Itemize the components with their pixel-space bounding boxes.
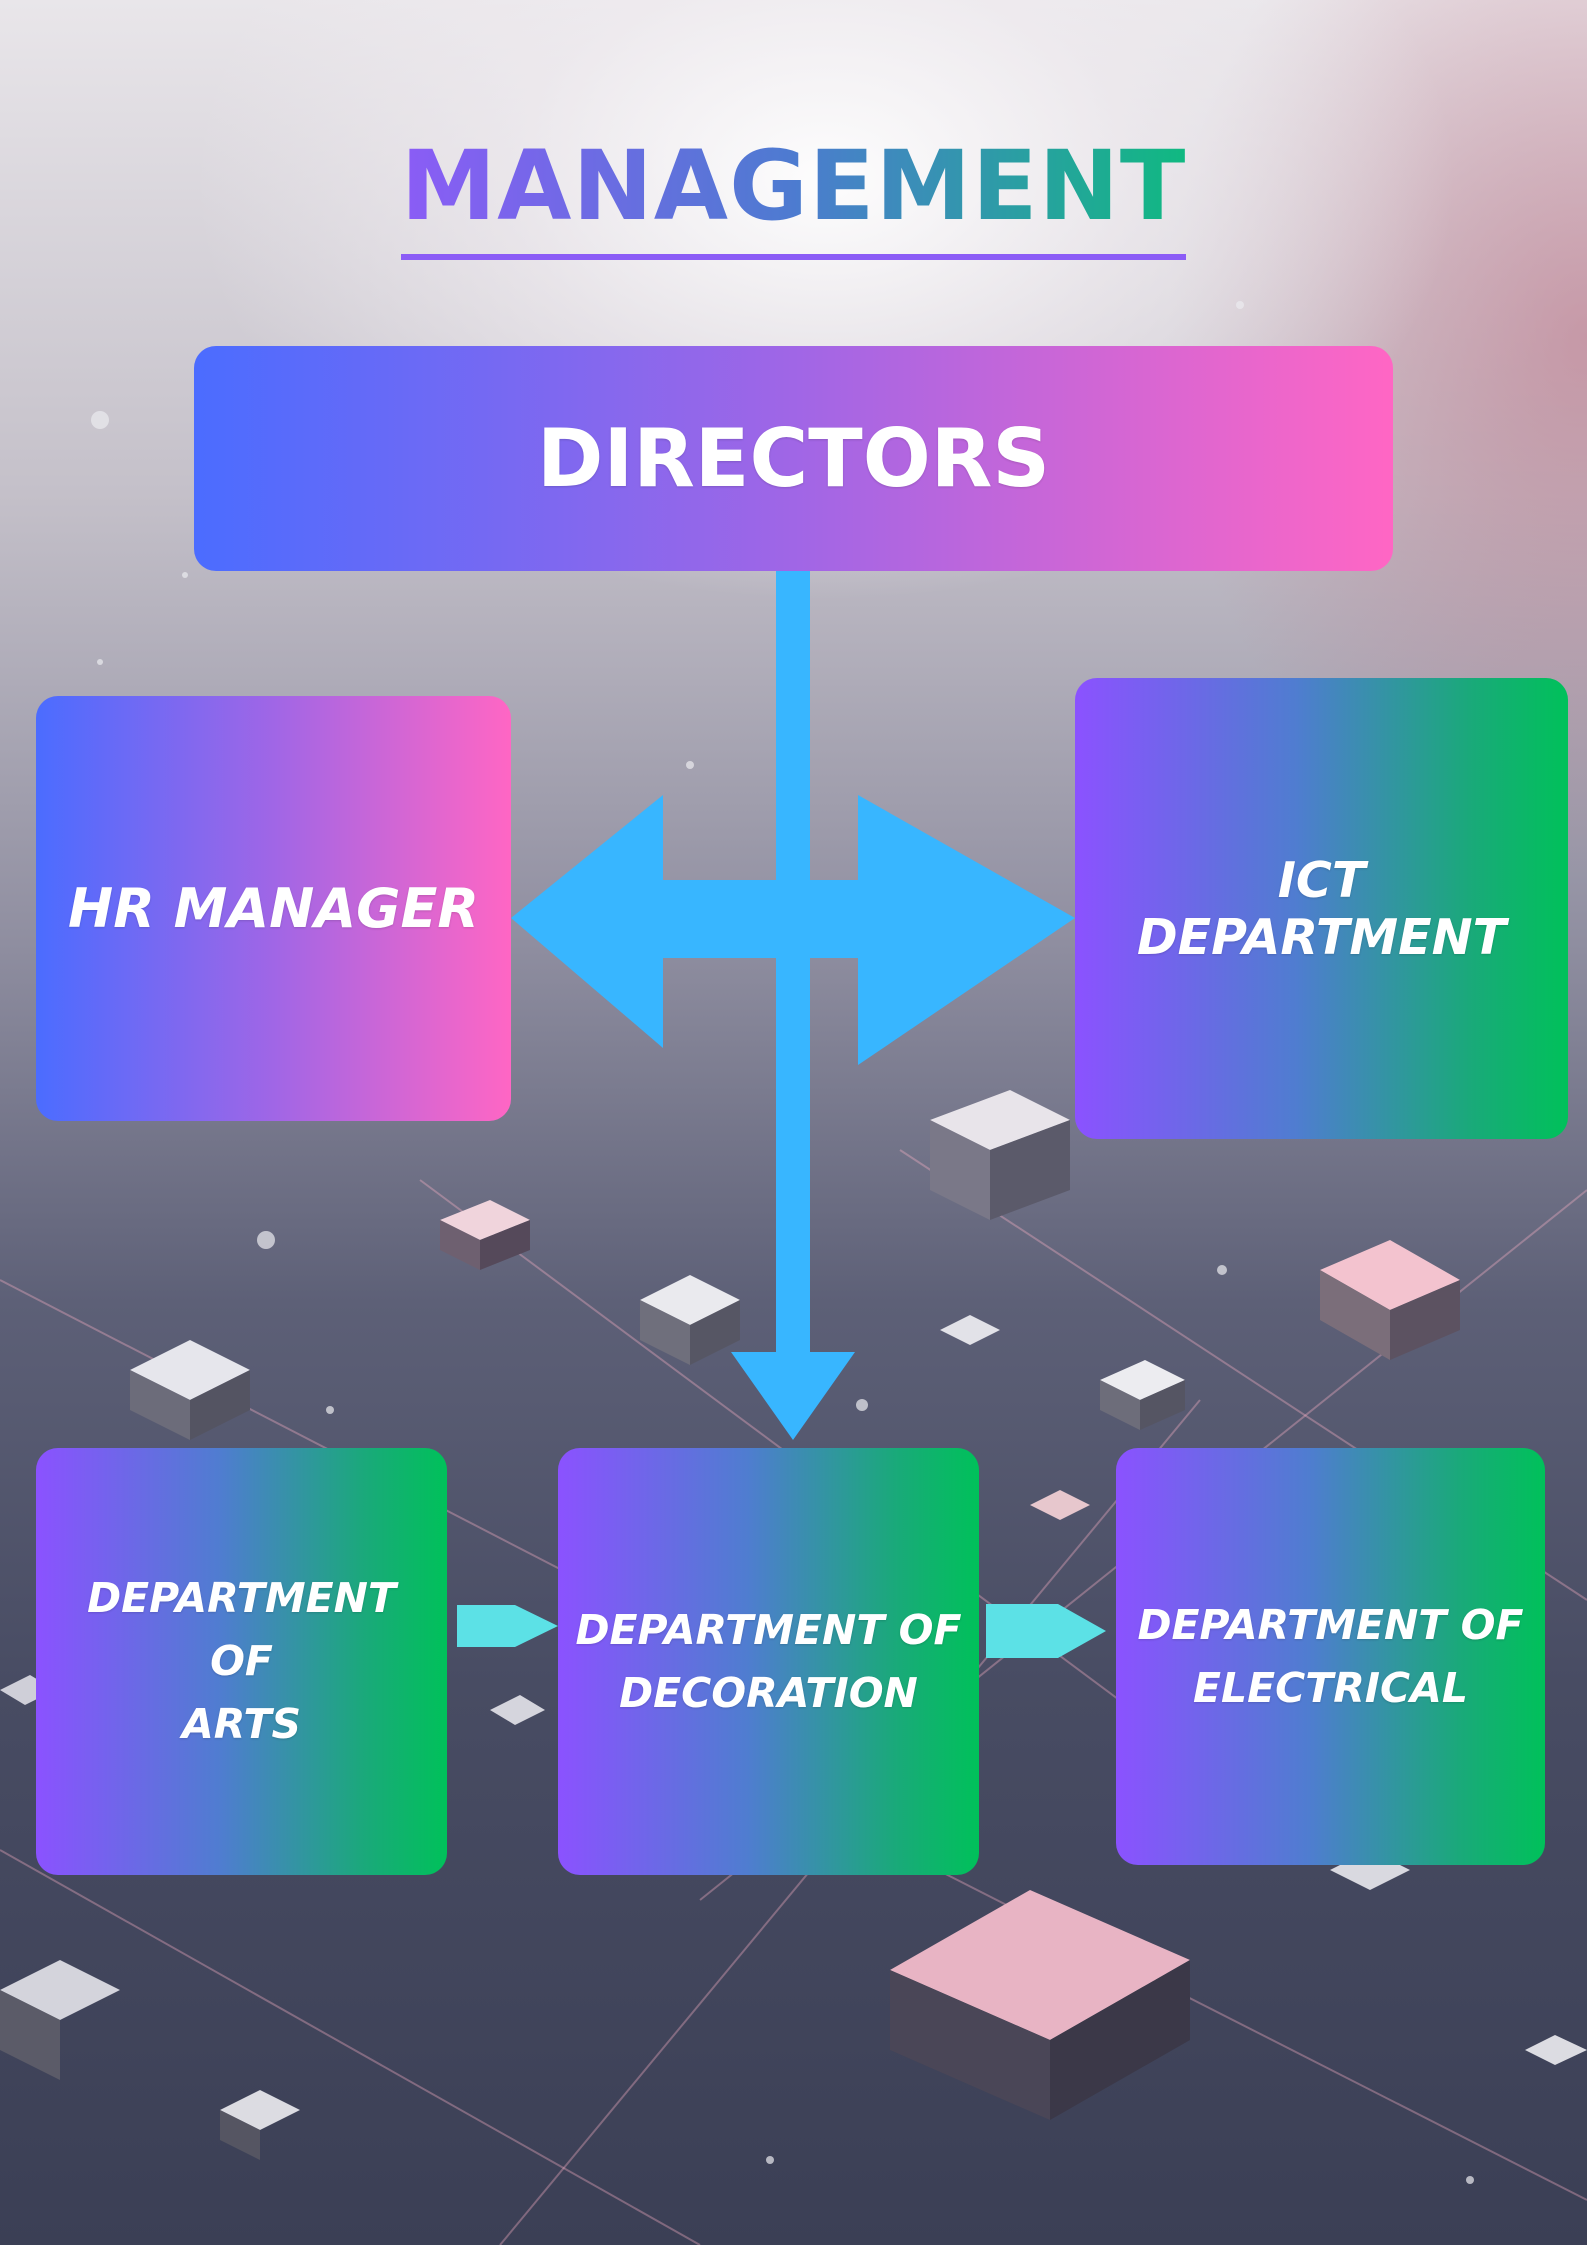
node-directors-label: DIRECTORS <box>537 412 1050 505</box>
page-title: MANAGEMENT <box>0 130 1587 260</box>
node-hr-manager: HR MANAGER <box>36 696 511 1121</box>
node-department-of-decoration-label: DEPARTMENT OF DECORATION <box>575 1605 962 1717</box>
node-department-of-arts: DEPARTMENT OF ARTS <box>36 1448 447 1875</box>
node-ict-department-label: ICT DEPARTMENT <box>1136 851 1507 966</box>
node-ict-department: ICT DEPARTMENT <box>1075 678 1568 1139</box>
arrow-decoration-to-electrical <box>986 1604 1106 1658</box>
down-arrow-directors-to-decoration <box>731 571 855 1440</box>
node-department-of-arts-label: DEPARTMENT OF ARTS <box>87 1574 396 1748</box>
node-department-of-decoration: DEPARTMENT OF DECORATION <box>558 1448 979 1875</box>
node-hr-manager-label: HR MANAGER <box>68 877 479 940</box>
node-department-of-electrical: DEPARTMENT OF ELECTRICAL <box>1116 1448 1545 1865</box>
node-department-of-electrical-label: DEPARTMENT OF ELECTRICAL <box>1137 1600 1524 1712</box>
arrow-arts-to-decoration <box>457 1605 558 1647</box>
left-arrow-directors-to-hr <box>511 795 810 1048</box>
node-directors: DIRECTORS <box>194 346 1393 571</box>
right-arrow-directors-to-ict <box>776 795 1075 1065</box>
title-text: MANAGEMENT <box>400 130 1187 260</box>
